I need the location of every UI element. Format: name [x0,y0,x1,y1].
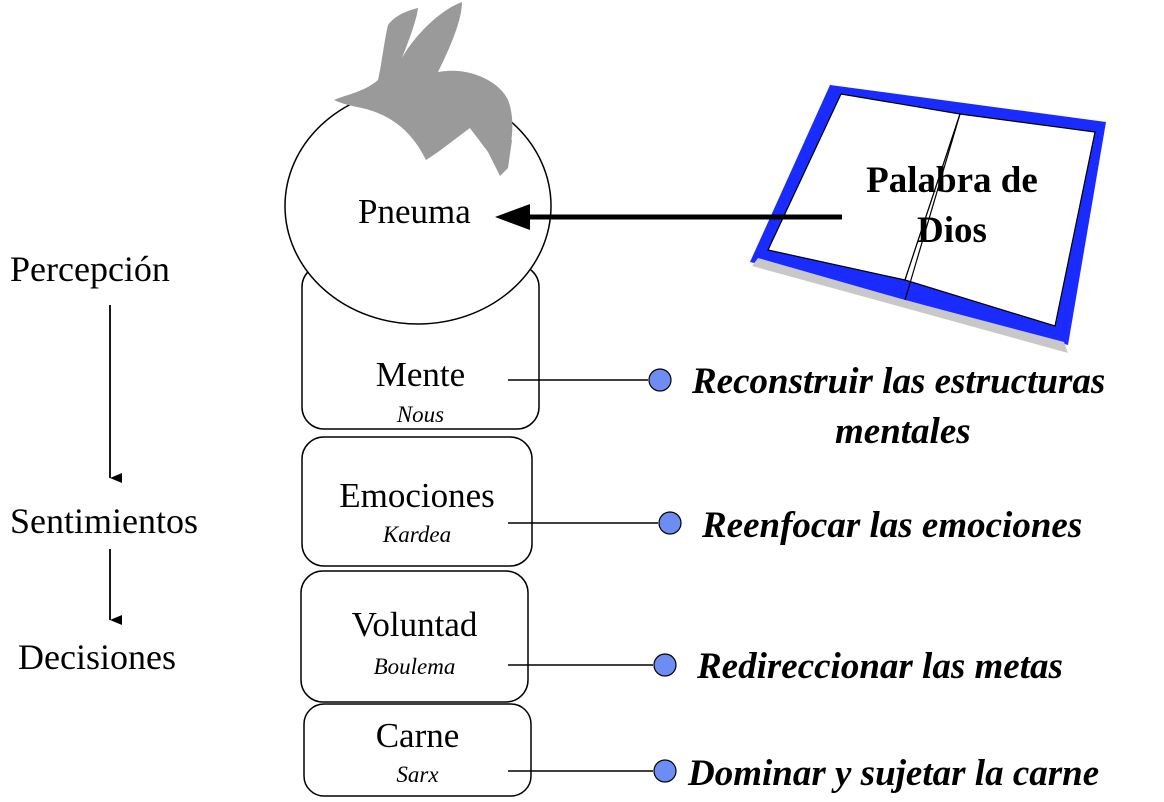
will-title: Voluntad [351,605,478,644]
perception-label: Percepción [10,249,170,289]
will-bullet-icon [653,653,677,677]
emotions-subtitle: Kardea [382,522,452,547]
layer-box-emotions [301,436,533,567]
emotions-title: Emociones [339,476,495,515]
feelings-label: Sentimientos [10,501,198,541]
decisions-label: Decisiones [18,637,176,677]
open-book-icon [750,85,1106,353]
spirit-label: Pneuma [358,192,471,231]
will-action: Redireccionar las metas [697,646,1063,687]
mind-action-line2: mentales [835,411,971,452]
layer-box-flesh [303,703,532,797]
flesh-title: Carne [375,716,460,755]
word-of-god-line2: Dios [917,210,987,251]
flesh-subtitle: Sarx [396,762,439,787]
emotions-bullet-icon [658,511,682,535]
emotions-action: Reenfocar las emociones [702,505,1083,546]
mind-subtitle: Nous [396,402,445,427]
flesh-bullet-icon [653,759,677,783]
word-of-god-line1: Palabra de [866,160,1038,201]
will-subtitle: Boulema [373,654,456,679]
word-to-spirit-arrowhead [495,204,530,230]
mind-title: Mente [375,355,466,394]
layer-box-will [300,570,529,703]
mind-action-line1: Reconstruir las estructuras [692,361,1106,402]
word-of-god-label: Palabra de Dios [852,156,1052,256]
flesh-action: Dominar y sujetar la carne [688,753,1100,794]
mind-bullet-icon [648,368,672,392]
dove-icon [334,2,513,176]
